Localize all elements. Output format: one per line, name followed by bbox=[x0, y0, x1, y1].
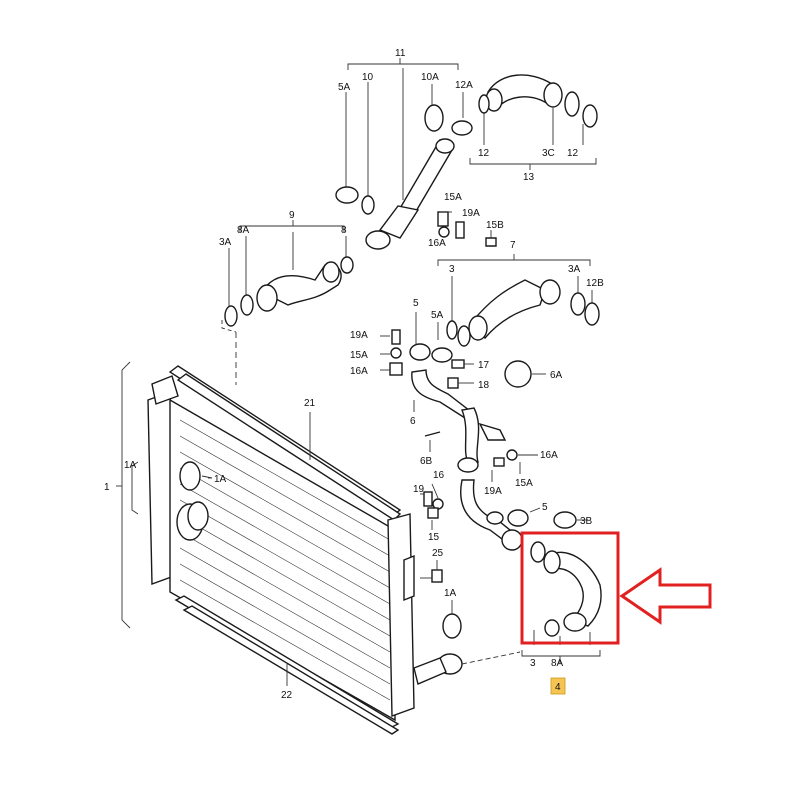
label-3c: 3C bbox=[542, 148, 555, 159]
label-5-low: 5 bbox=[542, 502, 548, 513]
label-19a-left: 19A bbox=[350, 330, 368, 341]
label-1a-side: 1A bbox=[124, 460, 137, 471]
left-upper-hose-group bbox=[221, 220, 354, 385]
label-12b: 12B bbox=[586, 278, 604, 289]
label-3-low: 3 bbox=[530, 658, 536, 669]
label-16a-low: 16A bbox=[540, 450, 558, 461]
label-19a-low: 19A bbox=[484, 486, 502, 497]
label-3a-left: 3A bbox=[219, 237, 232, 248]
label-10a: 10A bbox=[421, 72, 439, 83]
core-fins bbox=[179, 419, 391, 701]
label-19: 19 bbox=[413, 484, 425, 495]
label-5a-top: 5A bbox=[338, 82, 351, 93]
label-6a: 6A bbox=[550, 370, 563, 381]
label-16a-left: 16A bbox=[350, 366, 368, 377]
label-21: 21 bbox=[304, 398, 316, 409]
label-4: 4 bbox=[555, 682, 561, 693]
highlight-box bbox=[520, 531, 620, 645]
label-1a-low: 1A bbox=[444, 588, 457, 599]
label-10: 10 bbox=[362, 72, 374, 83]
label-15a-left: 15A bbox=[350, 350, 368, 361]
label-15: 15 bbox=[428, 532, 440, 543]
lower-pipe-group bbox=[420, 479, 588, 583]
label-22: 22 bbox=[281, 690, 293, 701]
pipe-six-group bbox=[380, 329, 546, 482]
label-5-mid: 5 bbox=[413, 298, 419, 309]
label-8a-left: 8A bbox=[237, 225, 250, 236]
label-25: 25 bbox=[432, 548, 444, 559]
label-3b: 3B bbox=[580, 516, 593, 527]
label-15a-right: 15A bbox=[444, 192, 462, 203]
label-13: 13 bbox=[523, 172, 535, 183]
label-6b: 6B bbox=[420, 456, 433, 467]
label-12-a: 12 bbox=[478, 148, 490, 159]
label-19a-right: 19A bbox=[462, 208, 480, 219]
label-7: 7 bbox=[510, 240, 516, 251]
label-4-badge bbox=[550, 677, 566, 695]
label-12-b: 12 bbox=[567, 148, 579, 159]
label-8a-low: 8A bbox=[551, 658, 564, 669]
label-15b: 15B bbox=[486, 220, 504, 231]
label-16: 16 bbox=[433, 470, 445, 481]
label-15a-low: 15A bbox=[515, 478, 533, 489]
part-labels: 11 10 10A 5A 12A 12 3C 12 13 9 8A 3A 8 1… bbox=[104, 48, 604, 701]
bolt-group-right bbox=[437, 211, 497, 247]
hose-four-part bbox=[521, 541, 602, 664]
upper-hose-group bbox=[335, 58, 598, 250]
intercooler-body bbox=[116, 361, 521, 735]
middle-hose-group bbox=[415, 254, 600, 347]
label-16a-right: 16A bbox=[428, 238, 446, 249]
label-5a-mid: 5A bbox=[431, 310, 444, 321]
label-1a-inner: 1A bbox=[214, 474, 227, 485]
label-8: 8 bbox=[341, 225, 347, 236]
label-6: 6 bbox=[410, 416, 416, 427]
label-17: 17 bbox=[478, 360, 490, 371]
label-1: 1 bbox=[104, 482, 110, 493]
label-11: 11 bbox=[395, 48, 406, 59]
label-3a-right: 3A bbox=[568, 264, 581, 275]
label-18: 18 bbox=[478, 380, 490, 391]
label-3-mid: 3 bbox=[449, 264, 455, 275]
label-9: 9 bbox=[289, 210, 295, 221]
arrow-left-icon bbox=[619, 567, 712, 625]
label-12a: 12A bbox=[455, 80, 473, 91]
